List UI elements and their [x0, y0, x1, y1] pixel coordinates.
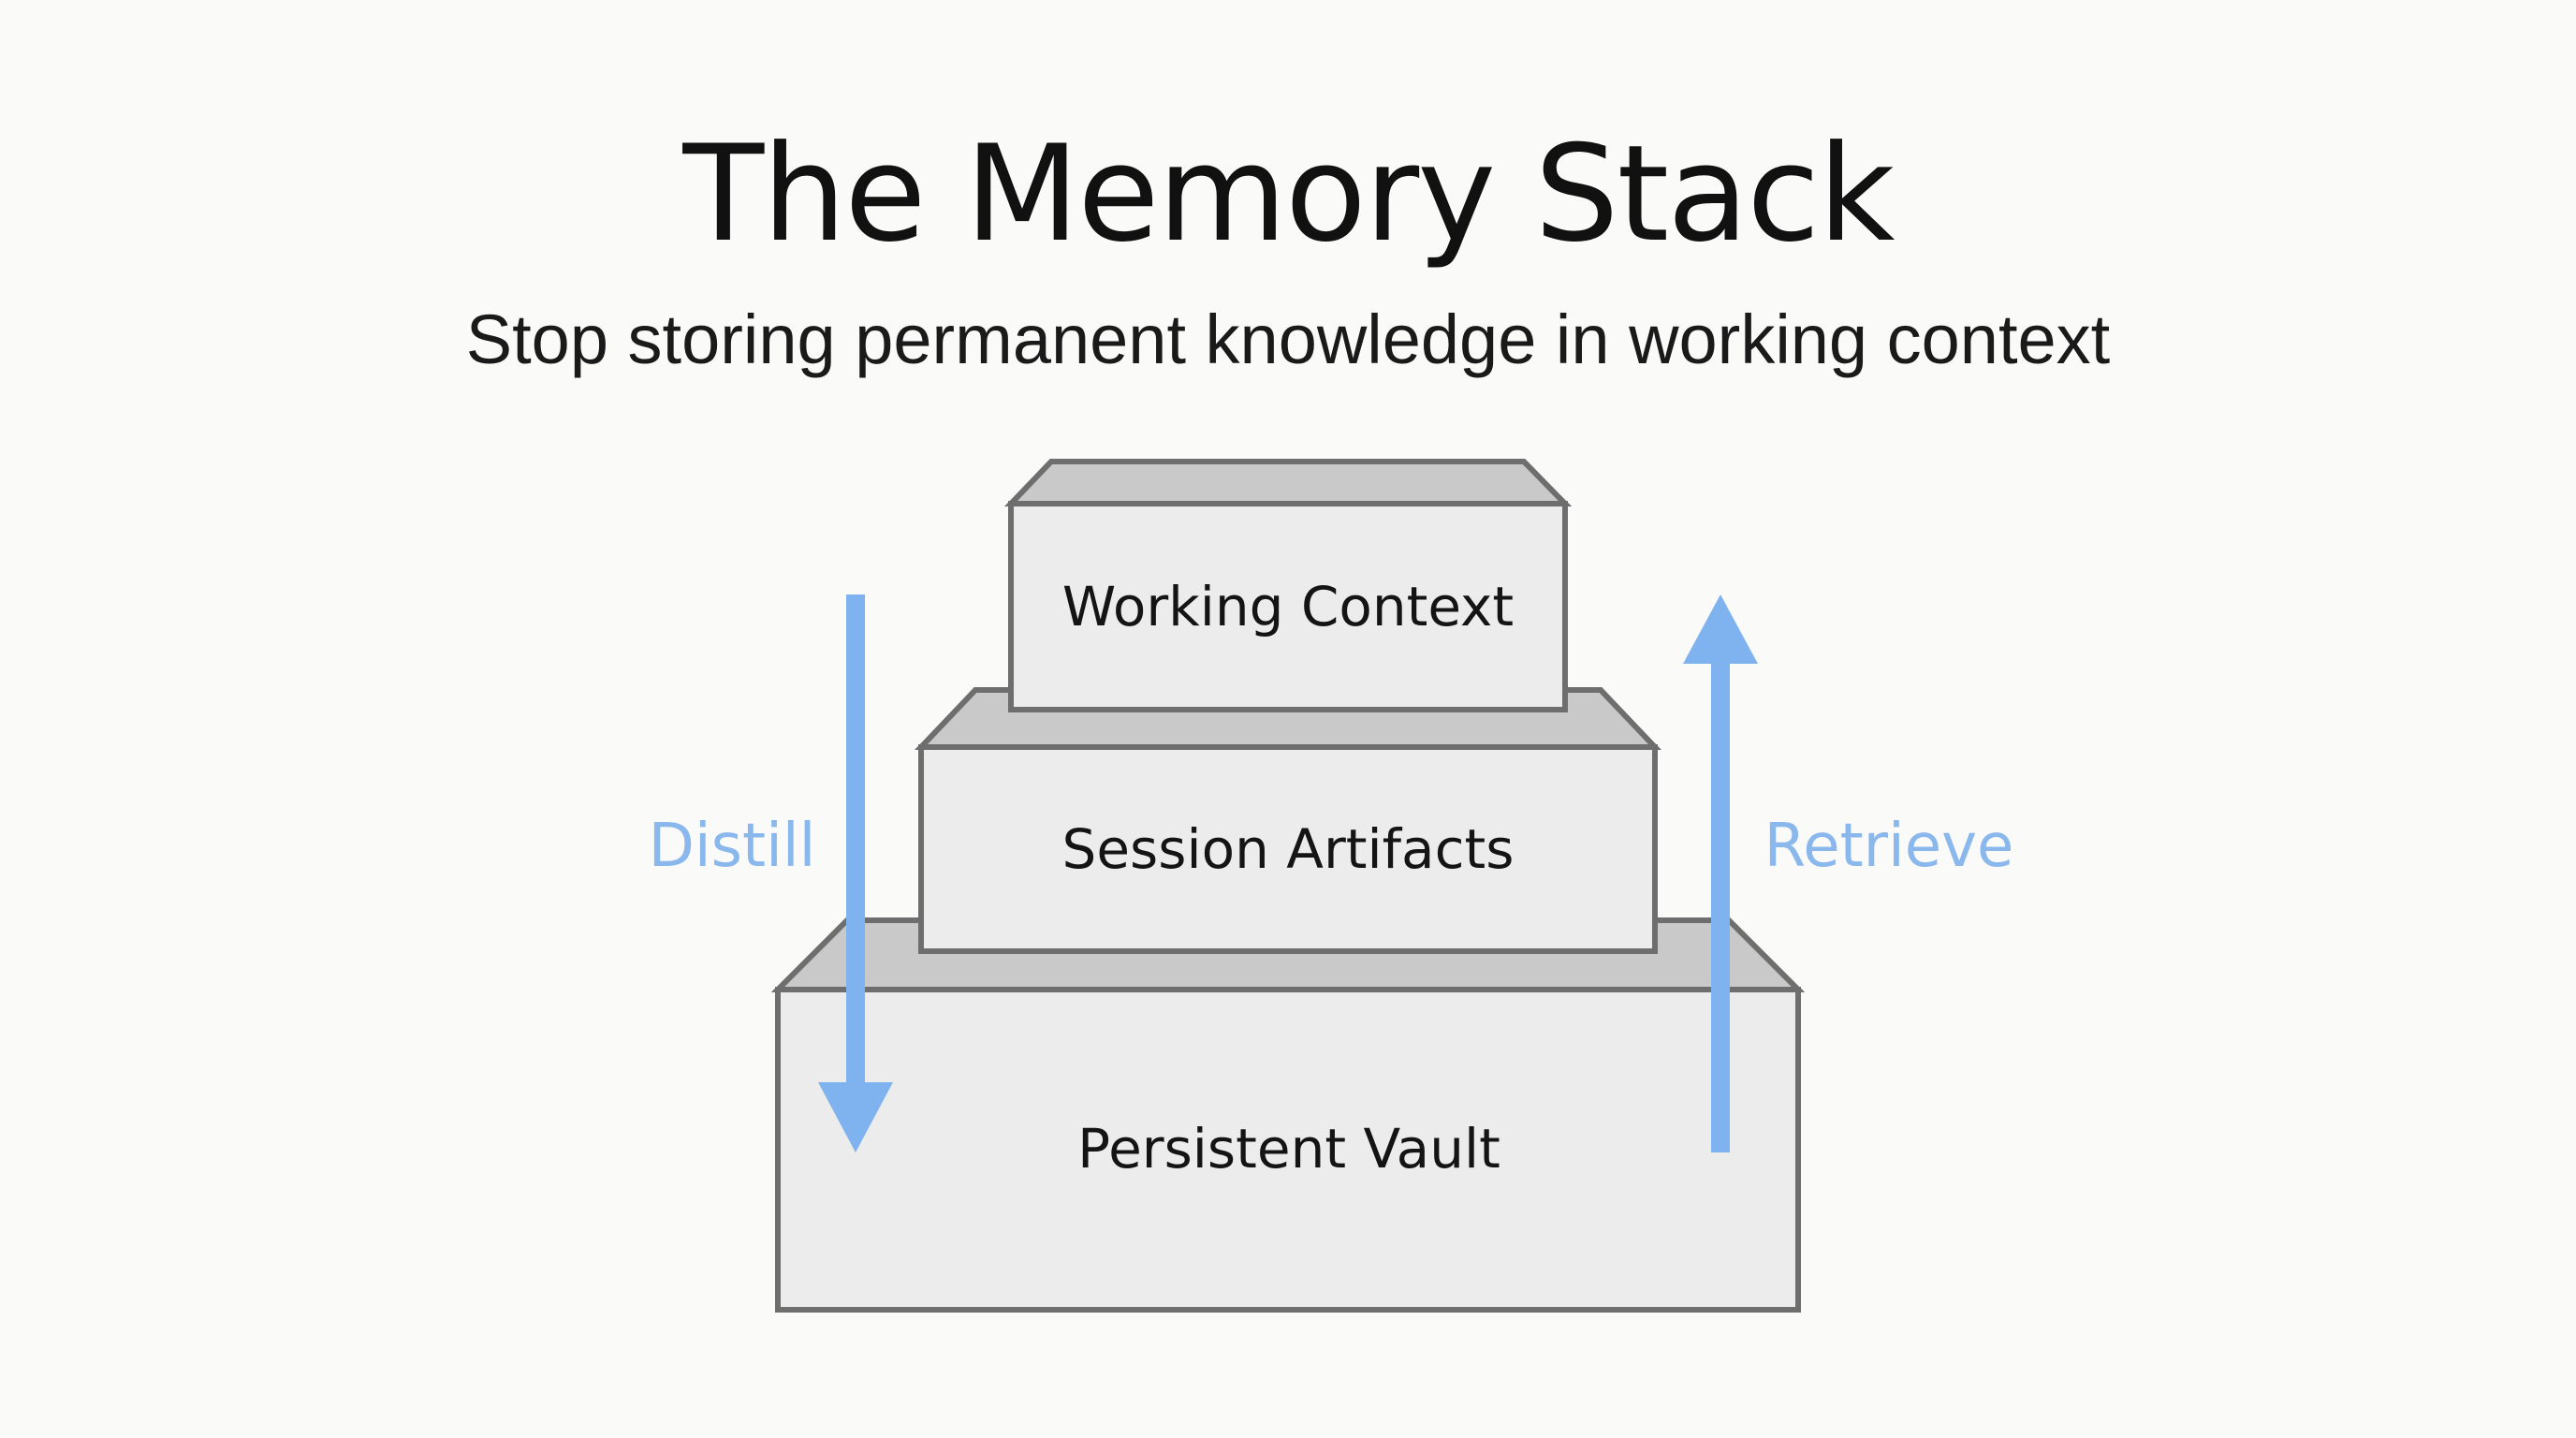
arrow-down-icon — [818, 1082, 893, 1152]
layer-persistent-vault: Persistent Vault — [770, 917, 1806, 1313]
page-title: The Memory Stack — [682, 117, 1895, 271]
arrow-up-icon — [1683, 594, 1758, 664]
layer-top-face — [1003, 459, 1573, 506]
layer-front-face — [918, 744, 1658, 954]
layer-working-context: Working Context — [1003, 459, 1573, 712]
layer-label: Working Context — [1062, 575, 1514, 638]
distill-flow: Distill — [649, 594, 893, 1152]
retrieve-flow: Retrieve — [1683, 594, 2013, 1152]
layer-front-face — [775, 987, 1801, 1313]
arrow-down-shaft — [846, 594, 865, 1085]
layer-label: Session Artifacts — [1062, 817, 1515, 881]
retrieve-label: Retrieve — [1764, 812, 2014, 881]
layer-front-face — [1008, 501, 1568, 712]
layer-label: Persistent Vault — [1077, 1117, 1500, 1181]
distill-label: Distill — [649, 812, 816, 881]
arrow-up-shaft — [1711, 661, 1730, 1152]
layer-session-artifacts: Session Artifacts — [915, 687, 1661, 954]
page-subtitle: Stop storing permanent knowledge in work… — [465, 301, 2111, 378]
